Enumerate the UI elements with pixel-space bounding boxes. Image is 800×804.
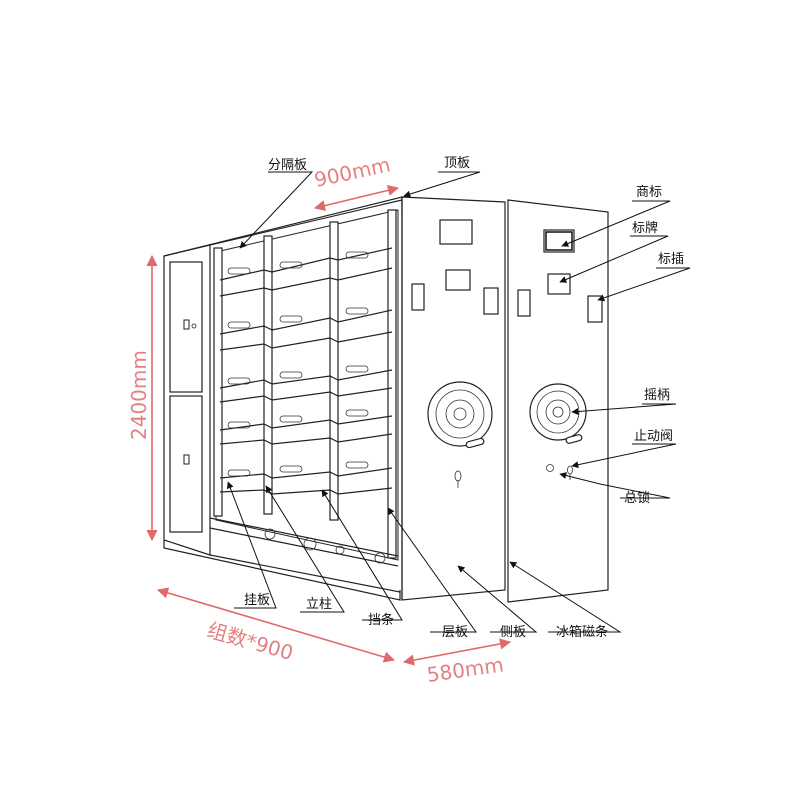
leader-lines (226, 171, 691, 633)
width-dimension-text: 900mm (312, 152, 392, 192)
label-brand-logo: 商标 (636, 185, 662, 200)
front-crank-wheel (427, 381, 493, 447)
end-panel-back (507, 199, 609, 603)
label-stop-valve: 止动阀 (634, 429, 673, 444)
depth-dimension (402, 638, 512, 666)
cabinet-body (163, 196, 403, 601)
nameplate-box (547, 273, 571, 295)
label-insert-box (587, 295, 603, 323)
dimension-lines (146, 184, 512, 666)
group-count-text: 组数*900 (205, 618, 296, 665)
lower-door (169, 395, 203, 533)
group-dimension (156, 587, 396, 663)
label-hanging-plate: 挂板 (244, 593, 270, 608)
label-magnetic-strip: 冰箱磁条 (556, 624, 608, 640)
shelves (219, 247, 393, 495)
label-top-panel: 顶板 (444, 156, 470, 171)
label-upright-post: 立柱 (306, 597, 332, 612)
label-shelf-plate: 层板 (442, 625, 468, 640)
depth-dimension-text: 580mm (425, 652, 505, 687)
end-panel-front (401, 196, 506, 601)
retaining-strips (227, 251, 369, 477)
upright-posts (213, 209, 397, 559)
part-labels: 分隔板 顶板 商标 标牌 标插 摇柄 止动阀 总锁 挂板 立柱 挡条 层板 侧板… (244, 156, 684, 640)
label-label-insert: 标插 (658, 252, 684, 267)
label-master-lock: 总锁 (624, 490, 650, 506)
label-crank-handle: 摇柄 (644, 388, 670, 403)
front-logo-plate (439, 219, 473, 245)
label-nameplate: 标牌 (632, 220, 658, 236)
label-divider: 分隔板 (268, 158, 307, 173)
height-dimension-text: 2400mm (127, 350, 151, 440)
width-dimension (313, 184, 400, 212)
label-side-panel: 侧板 (500, 625, 526, 640)
label-retaining-strip: 挡条 (368, 612, 394, 628)
back-crank-wheel (529, 383, 587, 441)
